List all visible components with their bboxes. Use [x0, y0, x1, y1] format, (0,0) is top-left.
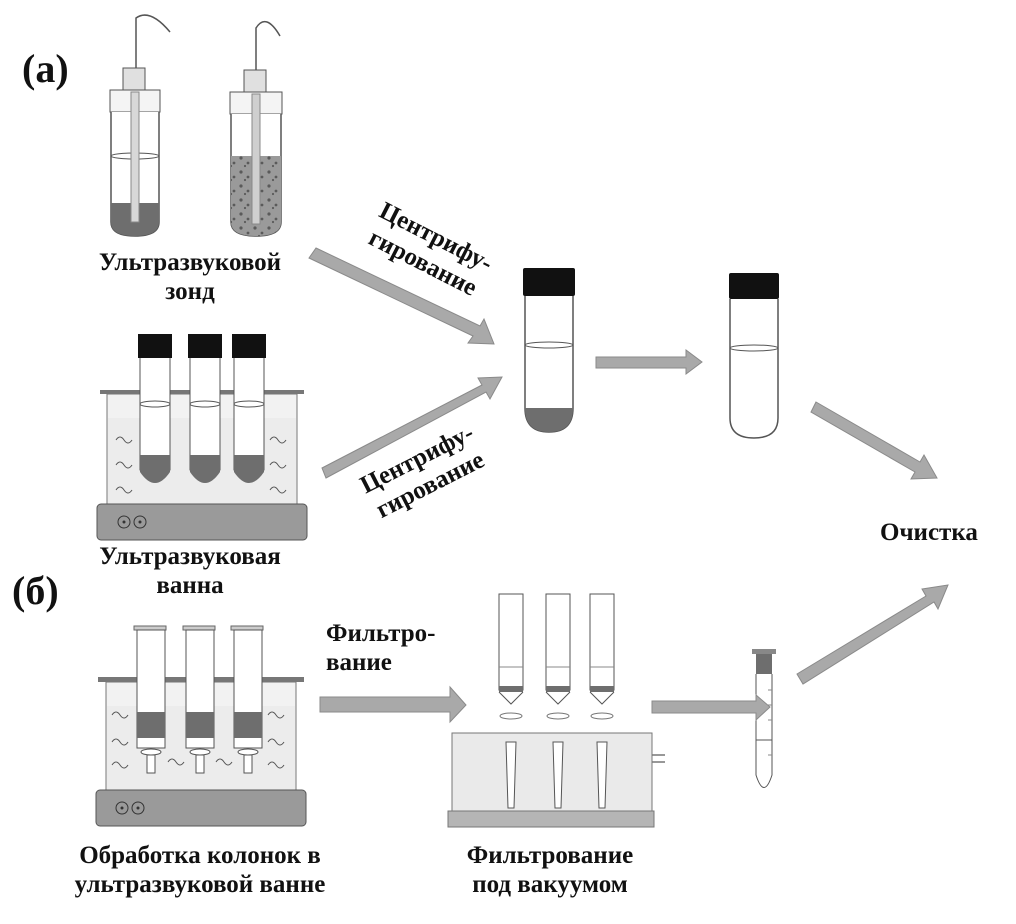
- arrow-decant: [595, 349, 703, 375]
- arrow-bath-to-centrifuge: [321, 376, 503, 479]
- arrow-filtration: [319, 685, 467, 724]
- purification-label: Очистка: [880, 519, 978, 546]
- filtration-line1: Фильтро-: [326, 620, 436, 647]
- probe-vial-1: [109, 14, 171, 237]
- bath-caption: Ультразвуковая ванна: [70, 543, 310, 601]
- probe-caption-line1: Ультразвуковой: [98, 249, 282, 276]
- arrow-to-collection-tube: [651, 693, 771, 722]
- supernatant-vial: [729, 273, 779, 439]
- column-treatment-line2: ультразвуковой ванне: [74, 870, 326, 898]
- column-treatment-line1: Обработка колонок в: [79, 842, 321, 869]
- centrifuged-vial: [523, 268, 575, 433]
- bath-tube-3: [232, 334, 266, 483]
- vacuum-manifold: [447, 732, 665, 828]
- arrow-probe-to-centrifuge: [308, 247, 495, 345]
- vacuum-filtration-line1: Фильтрование: [466, 842, 634, 869]
- filtration-line2: вание: [326, 648, 392, 676]
- bath-tube-1: [138, 334, 172, 483]
- bath-column-2: [182, 625, 216, 774]
- column-treatment-caption: Обработка колонок в ультразвуковой ванне: [20, 842, 380, 900]
- vacuum-filtration-caption: Фильтрование под вакуумом: [440, 842, 660, 900]
- vacuum-column-1: [498, 593, 524, 809]
- bath-column-3: [230, 625, 264, 774]
- vacuum-column-2: [545, 593, 571, 809]
- probe-vial-2: [229, 20, 283, 237]
- panel-label-b: (б): [12, 568, 59, 613]
- panel-label-a: (а): [22, 46, 69, 91]
- probe-caption-line2: зонд: [165, 277, 215, 305]
- filtration-label: Фильтро- вание: [326, 620, 436, 678]
- bath-tube-2: [188, 334, 222, 483]
- bath-caption-line2: ванна: [156, 571, 224, 599]
- probe-caption: Ультразвуковой зонд: [70, 249, 310, 307]
- arrow-to-purification: [810, 401, 938, 480]
- vacuum-filtration-line2: под вакуумом: [472, 870, 628, 898]
- vacuum-column-3: [589, 593, 615, 809]
- bath-caption-line1: Ультразвуковая: [99, 543, 281, 570]
- bath-column-1: [133, 625, 167, 774]
- arrow-tube-to-purification: [796, 584, 949, 685]
